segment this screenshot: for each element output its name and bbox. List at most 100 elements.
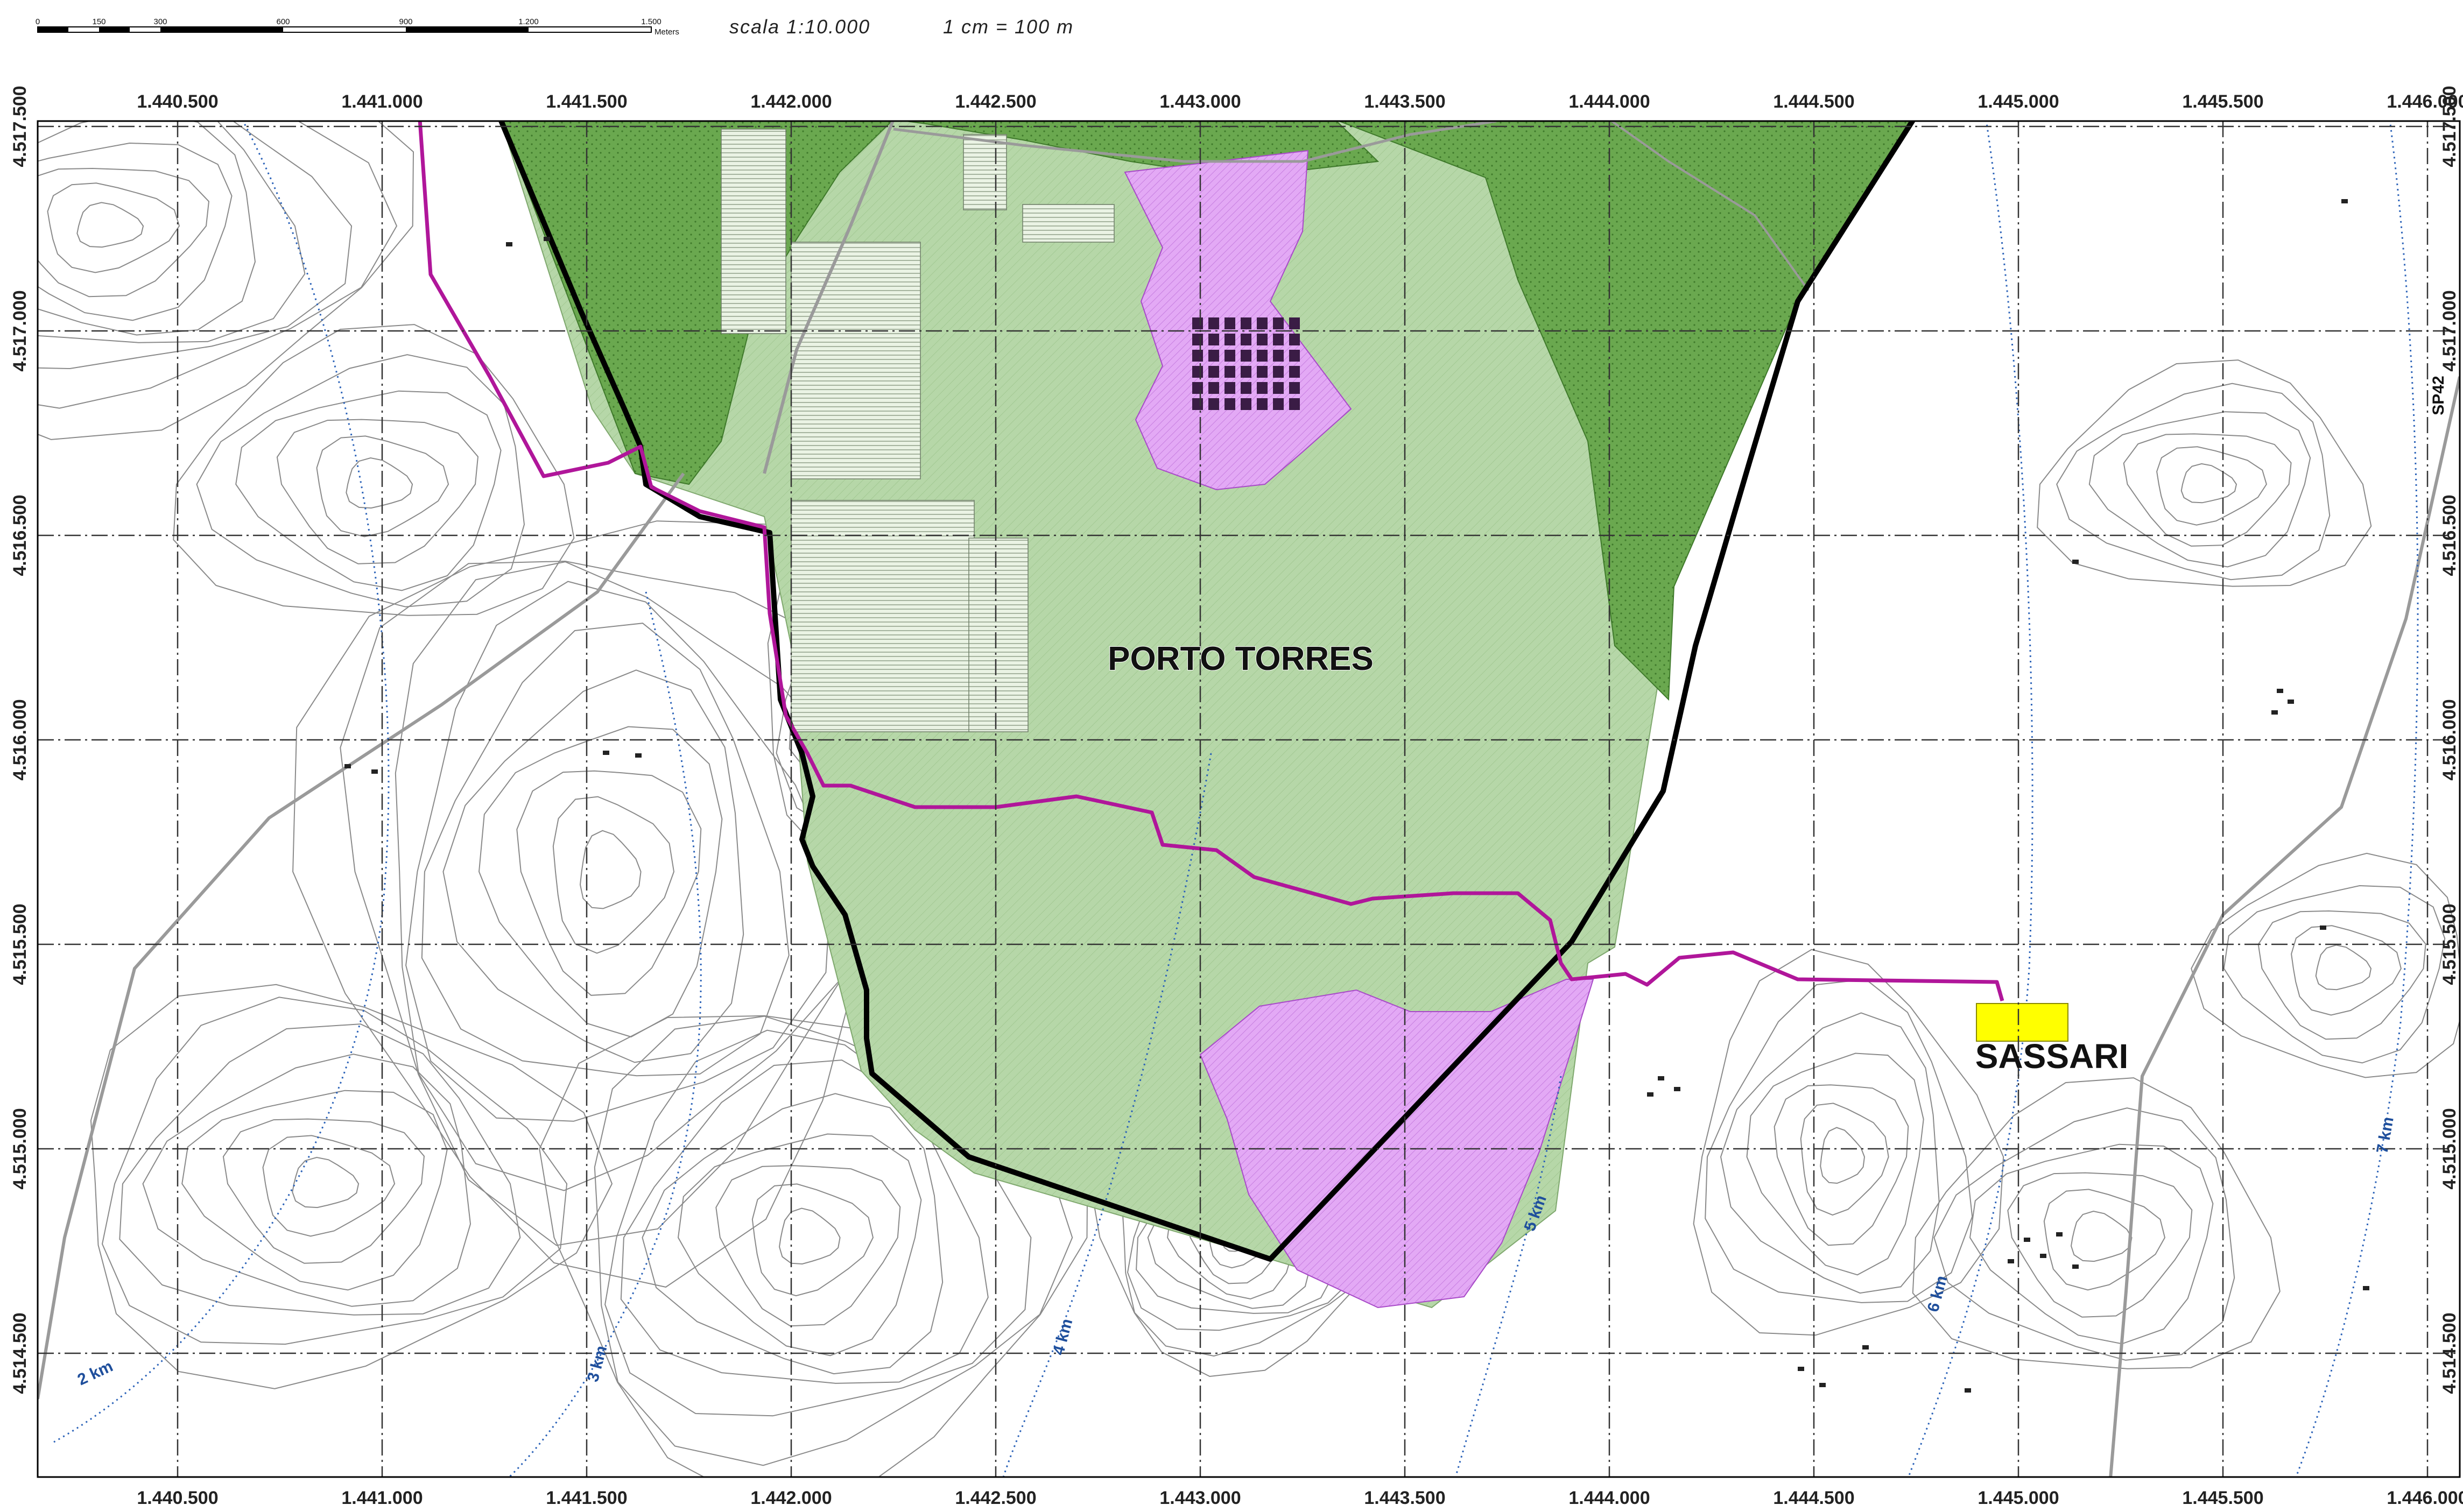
road-north-diagonal bbox=[763, 121, 895, 474]
grid-label-x-top: 1.444.500 bbox=[1773, 91, 1854, 112]
building-block bbox=[1225, 317, 1235, 329]
grid-label-x-top: 1.442.000 bbox=[750, 91, 832, 112]
building bbox=[1658, 1076, 1664, 1080]
grid-label-x-bottom: 1.441.000 bbox=[341, 1488, 423, 1508]
scattered-buildings bbox=[344, 199, 2369, 1393]
grid-label-y-left: 4.517.000 bbox=[10, 290, 30, 371]
contour-line bbox=[119, 1023, 521, 1316]
scalebar-tick-1500: 1.500 bbox=[641, 17, 662, 26]
building-block bbox=[1192, 382, 1203, 394]
building bbox=[2024, 1238, 2030, 1242]
grid-label-x-bottom: 1.445.000 bbox=[1978, 1488, 2059, 1508]
contour-line bbox=[2315, 944, 2372, 991]
building-block bbox=[1192, 334, 1203, 345]
contour-line bbox=[1720, 1012, 1940, 1294]
grid-label-y-left: 4.516.500 bbox=[10, 494, 30, 576]
building bbox=[371, 769, 378, 774]
grid-labels: 1.440.5001.440.5001.441.0001.441.0001.44… bbox=[10, 86, 2463, 1508]
building bbox=[635, 753, 642, 758]
grid-label-x-bottom: 1.443.500 bbox=[1364, 1488, 1445, 1508]
building-block bbox=[1208, 398, 1219, 410]
map-body bbox=[38, 121, 2460, 1477]
building-block bbox=[1241, 366, 1251, 378]
building bbox=[2341, 199, 2348, 203]
grid-label-x-bottom: 1.444.500 bbox=[1773, 1488, 1854, 1508]
contour-line bbox=[196, 354, 525, 607]
grid-label-y-left: 4.514.500 bbox=[10, 1312, 30, 1394]
map-frame bbox=[37, 120, 2461, 1478]
scalebar-tick-1200: 1.200 bbox=[518, 17, 539, 26]
contour-line bbox=[478, 726, 723, 1038]
contour-line bbox=[316, 435, 449, 538]
contour-line bbox=[2257, 910, 2426, 1040]
building-block bbox=[1289, 398, 1300, 410]
contour-line bbox=[421, 623, 790, 1077]
contour-line bbox=[276, 419, 479, 564]
magenta-route bbox=[418, 121, 2004, 1001]
contour-line bbox=[1693, 949, 2004, 1336]
building-block bbox=[1273, 382, 1284, 394]
building-block bbox=[1192, 366, 1203, 378]
grid-label-x-top: 1.441.500 bbox=[546, 91, 627, 112]
cultivated-plots bbox=[721, 129, 1115, 732]
building-block bbox=[1257, 398, 1268, 410]
building bbox=[2072, 560, 2079, 564]
scale-equivalence: 1 cm = 100 m bbox=[943, 16, 1074, 38]
building-block bbox=[1273, 317, 1284, 329]
contour-line bbox=[38, 167, 210, 298]
contour-line bbox=[38, 121, 398, 409]
building-block bbox=[1192, 317, 1203, 329]
building bbox=[1862, 1345, 1869, 1350]
contour-line bbox=[38, 121, 414, 440]
contour-line bbox=[2037, 359, 2372, 587]
building-block bbox=[1257, 350, 1268, 362]
grid-label-y-left: 4.517.500 bbox=[10, 86, 30, 167]
building bbox=[1819, 1383, 1826, 1387]
contour-line bbox=[1705, 979, 1973, 1303]
contour-line bbox=[2191, 852, 2460, 1078]
scalebar-unit: Meters bbox=[655, 27, 679, 37]
building-block bbox=[1241, 398, 1251, 410]
contour-line bbox=[222, 1118, 425, 1264]
contour-line bbox=[101, 997, 568, 1345]
building-block bbox=[1225, 366, 1235, 378]
building-block bbox=[1289, 350, 1300, 362]
scalebar-tick-900: 900 bbox=[399, 17, 412, 26]
contour-line bbox=[292, 1156, 360, 1209]
contour-line bbox=[516, 770, 702, 996]
contour-line bbox=[38, 121, 256, 336]
building bbox=[1674, 1087, 1680, 1091]
building-block bbox=[1289, 382, 1300, 394]
grid-label-x-bottom: 1.446.000 bbox=[2387, 1488, 2463, 1508]
contour-line bbox=[2123, 433, 2292, 547]
contour-line bbox=[579, 830, 642, 909]
building-block bbox=[1241, 382, 1251, 394]
contour-line bbox=[346, 457, 413, 509]
contour-line bbox=[1820, 1127, 1866, 1184]
building-block bbox=[1273, 398, 1284, 410]
contour-line bbox=[38, 121, 353, 370]
building bbox=[1647, 1092, 1653, 1097]
grid-label-x-bottom: 1.442.500 bbox=[955, 1488, 1036, 1508]
grid-label-x-bottom: 1.444.000 bbox=[1568, 1488, 1650, 1508]
grid-label-y-left: 4.516.000 bbox=[10, 699, 30, 780]
building-block bbox=[1208, 317, 1219, 329]
grid-label-x-top: 1.442.500 bbox=[955, 91, 1036, 112]
contour-line bbox=[405, 581, 833, 1122]
scalebar-tick-0: 0 bbox=[36, 17, 40, 26]
contour-line bbox=[778, 1207, 841, 1265]
contour-line bbox=[90, 984, 613, 1389]
contour-line bbox=[2043, 1189, 2166, 1291]
porto-torres-label: PORTO TORRES bbox=[1108, 640, 1374, 677]
contour-line bbox=[2180, 463, 2237, 504]
building-block bbox=[1208, 366, 1219, 378]
building-block bbox=[1257, 334, 1268, 345]
grid-label-x-bottom: 1.441.500 bbox=[546, 1488, 627, 1508]
building bbox=[2056, 1232, 2063, 1237]
building bbox=[2072, 1264, 2079, 1269]
contour-line bbox=[715, 1165, 901, 1327]
scalebar-tick-300: 300 bbox=[153, 17, 167, 26]
contour-line bbox=[142, 1054, 472, 1307]
building bbox=[1965, 1388, 1971, 1393]
